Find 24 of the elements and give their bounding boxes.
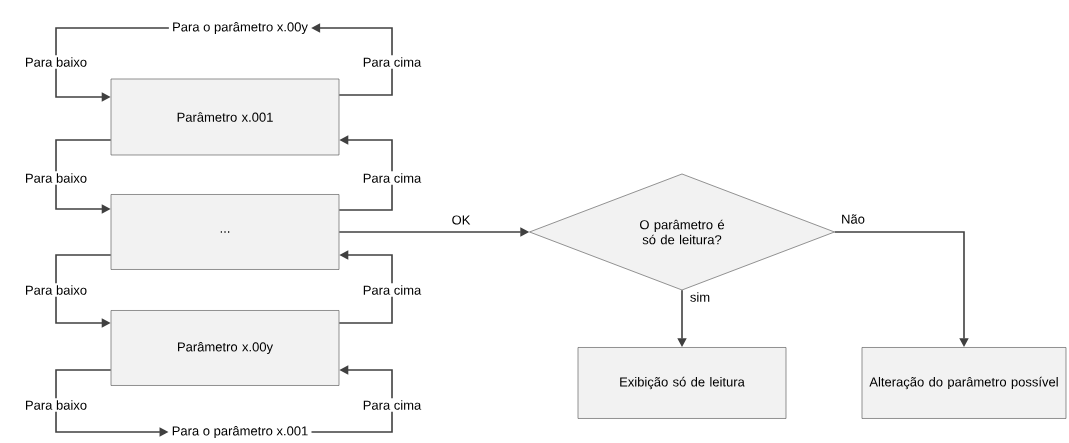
edge-label: Para baixo (22, 171, 90, 185)
parameter-box: Parâmetro x.001 (110, 78, 340, 156)
arrow (338, 135, 393, 211)
jump-label: Para o parâmetro x.001 (172, 425, 308, 439)
edge-label: Não (839, 212, 867, 226)
edge-label: Para baixo (22, 55, 90, 69)
jump-label: Para o parâmetro x.00y (173, 21, 308, 35)
edge-label: sim (687, 290, 713, 304)
arrow (310, 365, 393, 433)
arrow (55, 139, 112, 214)
edge-label: Para cima (360, 283, 424, 297)
edge-label: Para baixo (22, 398, 90, 412)
arrow (55, 254, 112, 328)
edge-label: Para cima (360, 55, 424, 69)
parameter-box: Parâmetro x.00y (110, 310, 340, 386)
parameter-box: ... (110, 194, 340, 270)
edge-label: OK (449, 213, 473, 227)
result-box: Alteração do parâmetro possível (861, 347, 1067, 419)
result-box: Exibição só de leitura (577, 347, 787, 419)
edge-label: Para cima (360, 171, 424, 185)
edge-label: Para baixo (22, 283, 90, 297)
arrow (338, 250, 393, 324)
arrow (55, 27, 170, 102)
edge-label: Para cima (360, 398, 424, 412)
